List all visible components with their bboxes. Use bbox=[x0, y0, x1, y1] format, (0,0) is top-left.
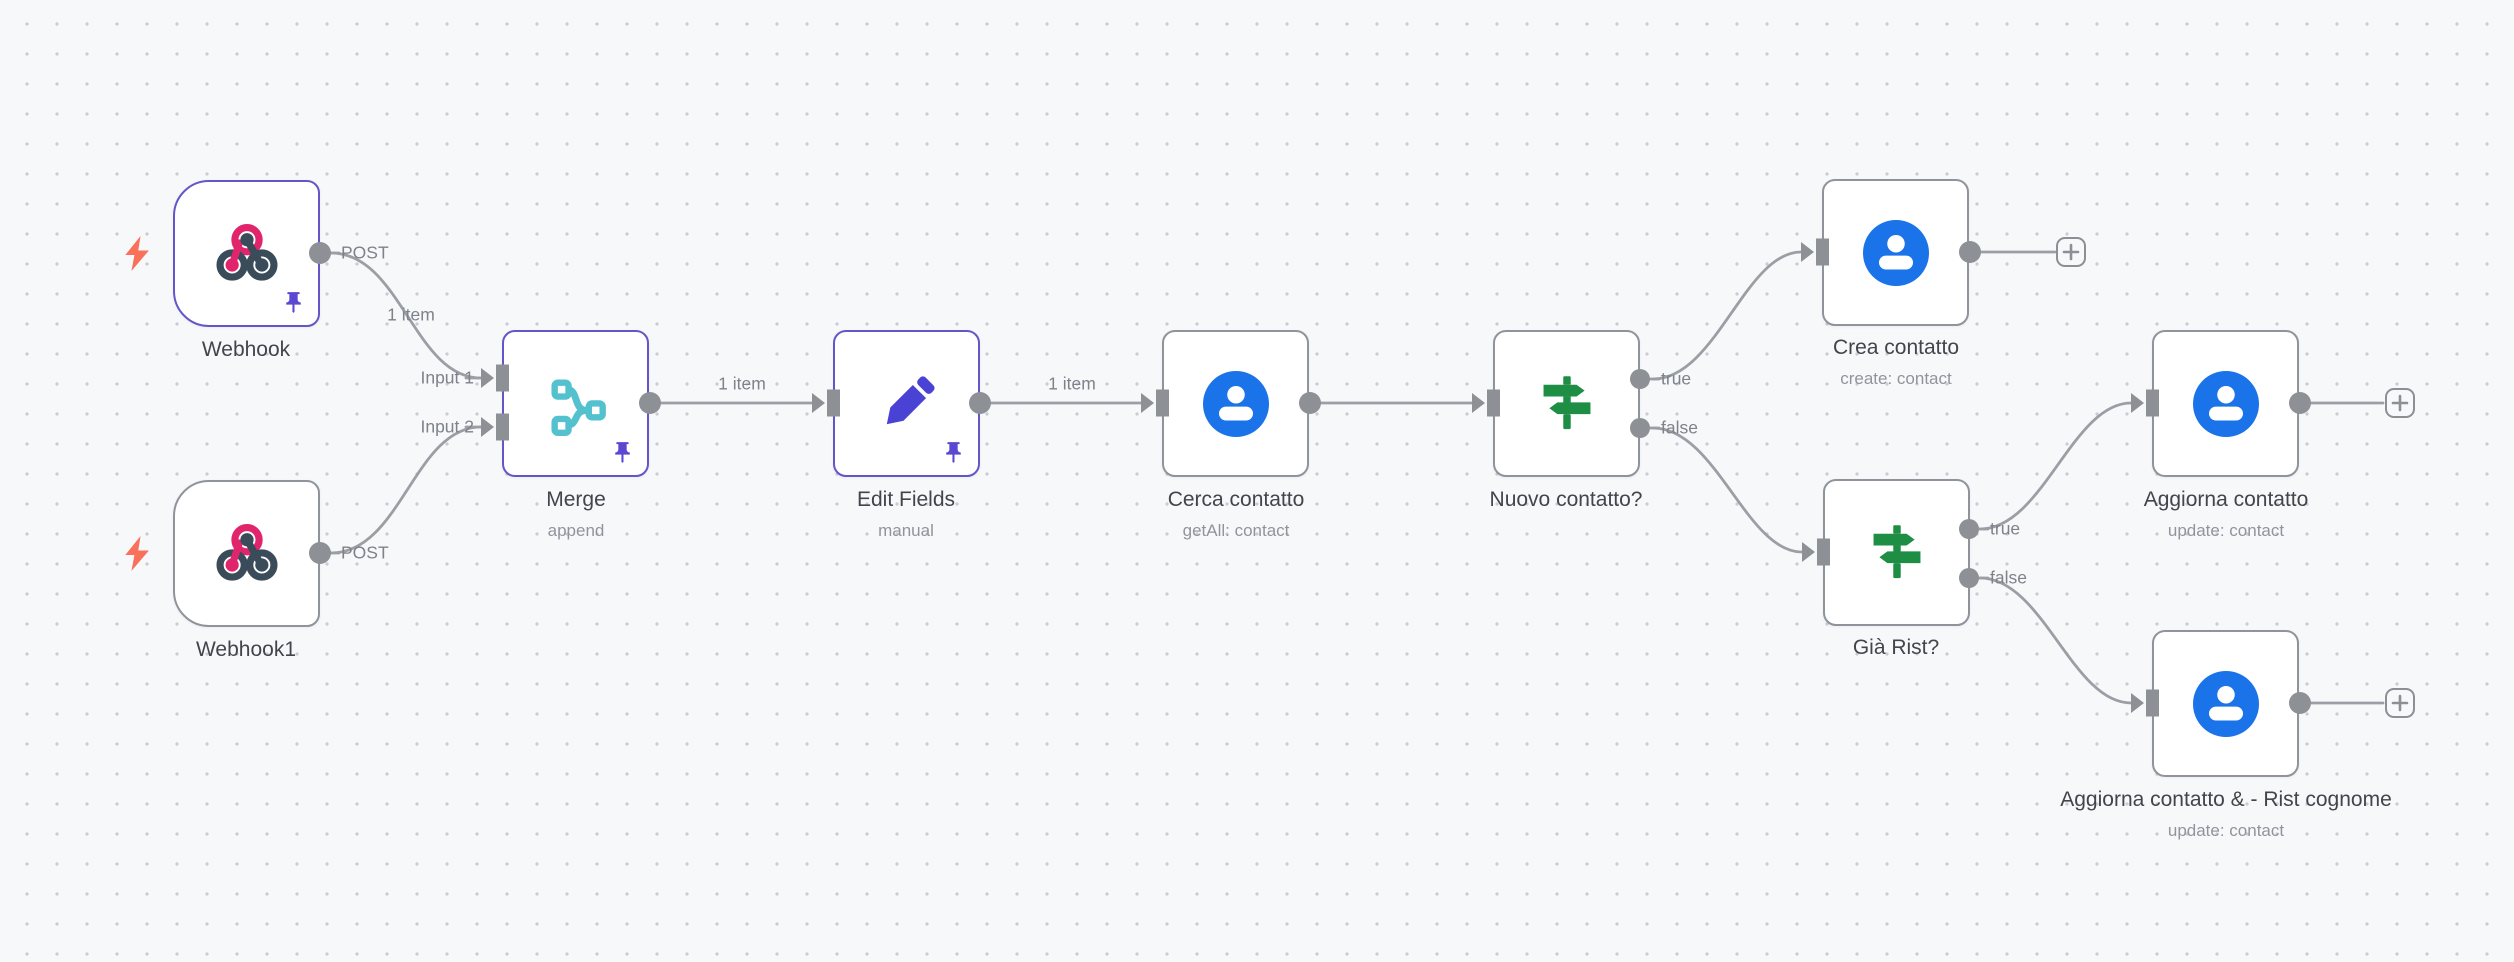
edge-items-label: 1 item bbox=[718, 373, 766, 394]
google-contacts-icon bbox=[2192, 670, 2259, 737]
node-title-webhook: Webhook bbox=[201, 338, 291, 361]
plus-icon bbox=[2062, 243, 2080, 261]
add-node-button[interactable] bbox=[2385, 388, 2415, 418]
node-subtitle: manual bbox=[878, 521, 934, 540]
input-label-merge-1: Input 1 bbox=[420, 367, 474, 388]
input-arrow-icon bbox=[1801, 242, 1814, 262]
node-nuovo-contatto[interactable] bbox=[1493, 330, 1640, 477]
node-title-merge: Merge append bbox=[406, 486, 746, 545]
output-label-true: true bbox=[1661, 368, 1692, 389]
google-contacts-icon bbox=[2192, 370, 2259, 437]
webhook-icon bbox=[215, 223, 278, 281]
merge-branch-icon bbox=[550, 378, 606, 436]
node-title-cerca-contatto: Cerca contatto getAll: contact bbox=[1066, 486, 1406, 545]
node-subtitle: getAll: contact bbox=[1182, 521, 1290, 540]
input-arrow-icon bbox=[812, 393, 825, 413]
node-subtitle: create: contact bbox=[1840, 369, 1952, 388]
google-contacts-icon bbox=[1862, 219, 1929, 286]
output-label-post: POST bbox=[341, 542, 389, 563]
input-label-merge-2: Input 2 bbox=[420, 416, 474, 437]
input-arrow-icon bbox=[481, 417, 494, 437]
node-aggiorna-contatto-rist[interactable] bbox=[2152, 630, 2299, 777]
edge-items-label: 1 item bbox=[387, 304, 435, 325]
pushpin-icon bbox=[946, 442, 961, 463]
input-arrow-icon bbox=[1472, 393, 1485, 413]
edge-items-label: 1 item bbox=[1048, 373, 1096, 394]
node-cerca-contatto[interactable] bbox=[1162, 330, 1309, 477]
node-webhook[interactable] bbox=[173, 180, 320, 327]
signpost-icon bbox=[1543, 375, 1590, 429]
node-title-aggiorna-contatto-rist: Aggiorna contatto & - Rist cognome updat… bbox=[2056, 786, 2396, 845]
lightning-bolt-icon bbox=[125, 536, 149, 571]
node-title-aggiorna-contatto: Aggiorna contatto update: contact bbox=[2056, 486, 2396, 545]
pushpin-icon bbox=[615, 442, 630, 463]
plus-icon bbox=[2391, 694, 2409, 712]
input-arrow-icon bbox=[2131, 393, 2144, 413]
node-title-edit-fields: Edit Fields manual bbox=[736, 486, 1076, 545]
node-subtitle: update: contact bbox=[2167, 521, 2285, 540]
output-label-post: POST bbox=[341, 242, 389, 263]
add-node-button[interactable] bbox=[2385, 688, 2415, 718]
lightning-bolt-icon bbox=[125, 236, 149, 271]
add-node-button[interactable] bbox=[2056, 237, 2086, 267]
input-arrow-icon bbox=[481, 368, 494, 388]
output-label-false: false bbox=[1661, 417, 1698, 438]
node-subtitle: append bbox=[547, 521, 605, 540]
node-title-nuovo-contatto: Nuovo contatto? bbox=[1489, 488, 1643, 511]
webhook-icon bbox=[215, 523, 278, 581]
input-arrow-icon bbox=[1802, 542, 1815, 562]
plus-icon bbox=[2391, 394, 2409, 412]
node-title-gia-rist: Già Rist? bbox=[1852, 636, 1940, 659]
output-label-false: false bbox=[1990, 567, 2027, 588]
node-crea-contatto[interactable] bbox=[1822, 179, 1969, 326]
node-gia-rist[interactable] bbox=[1823, 479, 1970, 626]
node-edit-fields[interactable] bbox=[833, 330, 980, 477]
node-merge[interactable] bbox=[502, 330, 649, 477]
node-webhook1[interactable] bbox=[173, 480, 320, 627]
pushpin-icon bbox=[286, 292, 301, 313]
output-label-true: true bbox=[1990, 518, 2021, 539]
signpost-icon bbox=[1873, 524, 1920, 578]
node-aggiorna-contatto[interactable] bbox=[2152, 330, 2299, 477]
input-arrow-icon bbox=[2131, 693, 2144, 713]
node-title-webhook1: Webhook1 bbox=[195, 638, 297, 661]
input-arrow-icon bbox=[1141, 393, 1154, 413]
google-contacts-icon bbox=[1202, 370, 1269, 437]
node-subtitle: update: contact bbox=[2167, 821, 2285, 840]
pencil-icon bbox=[886, 375, 935, 424]
node-title-crea-contatto: Crea contatto create: contact bbox=[1726, 334, 2066, 393]
